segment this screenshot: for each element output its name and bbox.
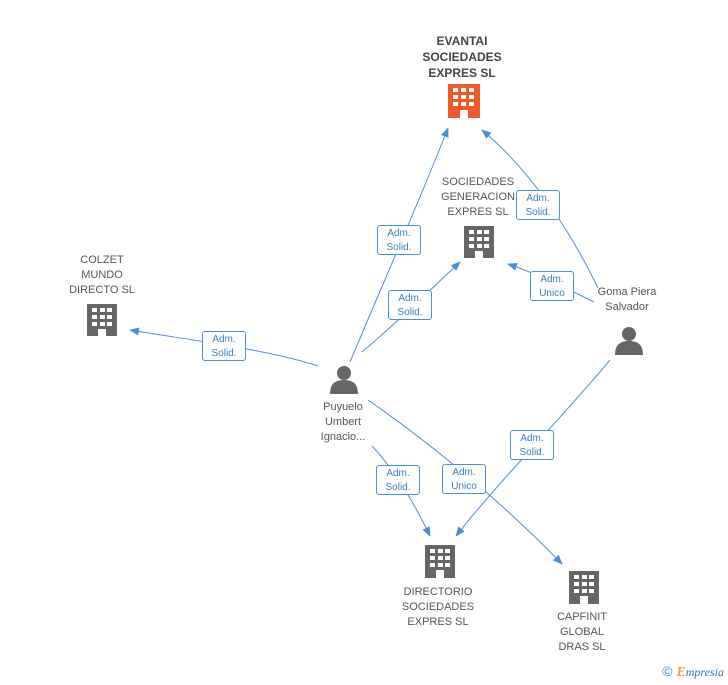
person-icon-goma[interactable] — [615, 327, 643, 355]
node-label-generacion[interactable]: SOCIEDADES GENERACION EXPRES SL — [428, 175, 528, 220]
puyuelo-line-2: Umbert — [324, 416, 362, 428]
edge-label-goma-directorio: Adm. Solid. — [510, 430, 554, 460]
building-icon-colzet[interactable] — [87, 304, 117, 336]
edge-label-line: Solid. — [211, 348, 237, 359]
directorio-line-3: EXPRES SL — [407, 616, 469, 628]
edge-label-puyuelo-generacion: Adm. Solid. — [388, 290, 432, 320]
generacion-line-1: SOCIEDADES — [441, 176, 515, 188]
goma-line-2: Salvador — [605, 301, 649, 313]
node-label-directorio[interactable]: DIRECTORIO SOCIEDADES EXPRES SL — [388, 585, 488, 630]
generacion-line-2: GENERACION — [441, 191, 515, 203]
edge-label-line: Solid. — [525, 207, 551, 218]
brand-name: mpresia — [685, 665, 724, 679]
edge-label-line: Solid. — [386, 242, 412, 253]
node-label-evantai[interactable]: EVANTAI SOCIEDADES EXPRES SL — [404, 33, 520, 81]
node-label-capfinit[interactable]: CAPFINIT GLOBAL DRAS SL — [534, 610, 630, 655]
edge-label-line: Adm. — [540, 274, 564, 285]
capfinit-line-2: GLOBAL — [559, 626, 605, 638]
edge-label-line: Adm. — [212, 334, 236, 345]
edge-label-line: Unico — [539, 288, 565, 299]
colzet-line-2: MUNDO — [81, 269, 123, 281]
edge-label-line: Adm. — [526, 193, 550, 204]
colzet-line-3: DIRECTO SL — [69, 284, 135, 296]
node-label-goma[interactable]: Goma Piera Salvador — [580, 285, 674, 315]
evantai-line-1: EVANTAI — [436, 34, 488, 48]
directorio-line-1: DIRECTORIO — [403, 586, 473, 598]
edge-label-line: Solid. — [519, 447, 545, 458]
edge-label-line: Adm. — [386, 468, 410, 479]
edge-label-line: Adm. — [387, 228, 411, 239]
puyuelo-line-3: Ignacio... — [320, 431, 366, 443]
edge-label-line: Solid. — [397, 307, 423, 318]
edge-label-puyuelo-directorio: Adm. Solid. — [376, 465, 420, 495]
capfinit-line-3: DRAS SL — [558, 641, 606, 653]
edge-label-goma-evantai: Adm. Solid. — [516, 190, 560, 220]
goma-line-1: Goma Piera — [597, 286, 657, 298]
edge-label-puyuelo-colzet: Adm. Solid. — [202, 331, 246, 361]
evantai-line-2: SOCIEDADES — [422, 50, 502, 64]
edge-label-line: Unico — [451, 481, 477, 492]
edge-label-puyuelo-capfinit: Adm. Unico — [442, 464, 486, 494]
edge-label-goma-generacion: Adm. Unico — [530, 271, 574, 301]
node-label-puyuelo[interactable]: Puyuelo Umbert Ignacio... — [296, 400, 390, 445]
colzet-line-1: COLZET — [80, 254, 124, 266]
brand-initial: E — [676, 665, 686, 680]
edge-label-line: Solid. — [385, 482, 411, 493]
node-label-colzet[interactable]: COLZET MUNDO DIRECTO SL — [52, 253, 152, 298]
directorio-line-2: SOCIEDADES — [401, 601, 475, 613]
person-icon-puyuelo[interactable] — [330, 366, 358, 394]
edge-label-puyuelo-evantai: Adm. Solid. — [377, 225, 421, 255]
evantai-line-3: EXPRES SL — [428, 66, 496, 80]
copyright-icon: © — [662, 663, 673, 679]
capfinit-line-1: CAPFINIT — [556, 611, 608, 623]
puyuelo-line-1: Puyuelo — [323, 401, 363, 413]
edge-label-line: Adm. — [520, 433, 544, 444]
building-icon-generacion[interactable] — [464, 226, 494, 258]
empresia-brand[interactable]: ©Empresia — [662, 663, 724, 681]
building-icon-capfinit[interactable] — [569, 571, 599, 604]
building-icon-directorio[interactable] — [425, 545, 455, 578]
generacion-line-3: EXPRES SL — [447, 206, 509, 218]
building-icon-evantai[interactable] — [448, 84, 480, 118]
edge-label-line: Adm. — [452, 467, 476, 478]
edge-label-line: Adm. — [398, 293, 422, 304]
